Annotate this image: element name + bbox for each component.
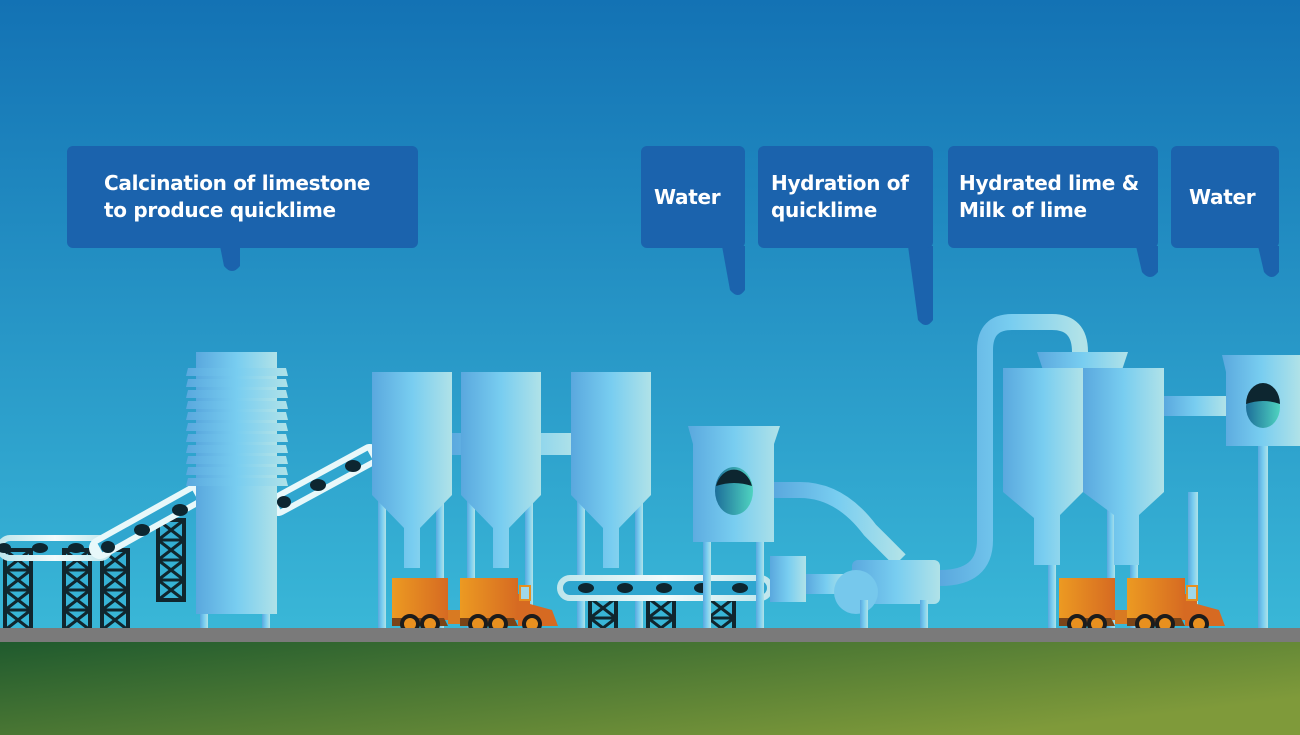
sky-background bbox=[0, 0, 1300, 640]
callout-line: to produce quicklime bbox=[104, 198, 336, 222]
callout-line: quicklime bbox=[771, 198, 877, 222]
road bbox=[0, 628, 1300, 642]
quicklime-silos bbox=[372, 372, 651, 628]
callout-hydrated-lime: Hydrated lime & Milk of lime bbox=[948, 146, 1158, 248]
callout-tails bbox=[220, 246, 1279, 325]
callout-line: Calcination of limestone bbox=[104, 171, 371, 195]
grass-ground bbox=[0, 642, 1300, 735]
hydrated-lime-silos bbox=[1003, 352, 1226, 628]
callout-line: Hydration of bbox=[771, 171, 909, 195]
callout-calcination: Calcination of limestone to produce quic… bbox=[67, 146, 418, 248]
water-tank-right bbox=[1222, 355, 1300, 628]
conveyor-left bbox=[0, 444, 381, 632]
callout-hydration: Hydration of quicklime bbox=[758, 146, 933, 248]
callout-water-left: Water bbox=[641, 146, 745, 248]
hydrator bbox=[688, 314, 1088, 628]
callout-line: Water bbox=[1189, 184, 1256, 209]
callout-line: Water bbox=[654, 184, 721, 209]
lime-kiln-tower bbox=[186, 352, 288, 628]
callout-water-right: Water bbox=[1171, 146, 1279, 248]
callout-line: Milk of lime bbox=[959, 198, 1087, 222]
callout-line: Hydrated lime & bbox=[959, 171, 1139, 195]
